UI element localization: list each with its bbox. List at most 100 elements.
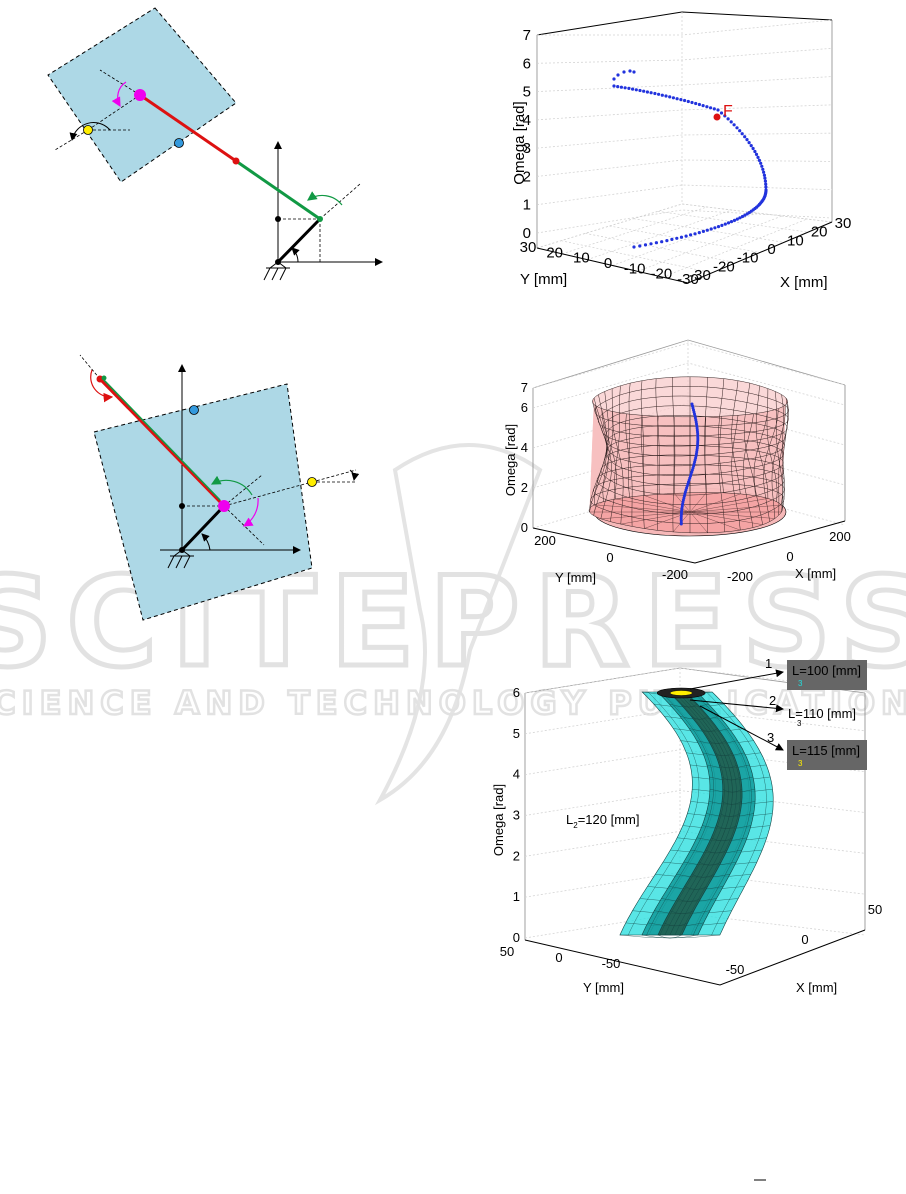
y-tick-label: 0 bbox=[606, 550, 613, 565]
trajectory-point bbox=[665, 239, 669, 243]
y-tick-label: 0 bbox=[555, 950, 562, 965]
trajectory-point bbox=[738, 216, 742, 220]
trajectory-point bbox=[628, 69, 632, 73]
trajectory-point bbox=[675, 97, 679, 101]
z-tick-label: 4 bbox=[523, 112, 531, 129]
z-tick-label: 1 bbox=[523, 197, 531, 214]
trajectory-point bbox=[757, 158, 762, 162]
svg-text:3: 3 bbox=[767, 730, 774, 745]
x-tick-label: 0 bbox=[767, 241, 775, 258]
trajectory-point bbox=[657, 92, 661, 96]
z-tick-label: 6 bbox=[523, 55, 531, 72]
trajectory-point bbox=[756, 155, 760, 159]
trajectory-point bbox=[764, 182, 768, 186]
y-axis-label: Y [mm] bbox=[555, 570, 596, 585]
trajectory-point bbox=[686, 99, 690, 104]
trajectory-point bbox=[622, 70, 626, 74]
ground-symbol bbox=[167, 549, 194, 569]
trajectory-point bbox=[689, 233, 693, 237]
trajectory-point bbox=[654, 241, 659, 245]
x-tick-label: -30 bbox=[689, 267, 711, 284]
trajectory-point bbox=[716, 108, 720, 112]
link-green bbox=[100, 376, 221, 501]
trajectory-point bbox=[762, 173, 767, 177]
trajectory-curve bbox=[679, 402, 700, 526]
trajectory-point bbox=[760, 164, 764, 168]
moving-platform bbox=[93, 383, 313, 621]
x-axis-label: X [mm] bbox=[796, 980, 837, 995]
point-f-marker bbox=[713, 113, 721, 121]
svg-text:L=110 [mm]: L=110 [mm] bbox=[788, 706, 856, 721]
z-tick-label: 5 bbox=[513, 726, 520, 741]
trajectory-point bbox=[649, 242, 653, 246]
z-axis-label: Omega [rad] bbox=[491, 784, 506, 856]
point-f-label: F bbox=[723, 103, 733, 120]
joint-pink bbox=[218, 500, 230, 512]
trajectory-point bbox=[671, 96, 676, 100]
y-tick-label: 200 bbox=[534, 533, 556, 548]
x-tick-label: 200 bbox=[829, 529, 851, 544]
construction-line bbox=[99, 69, 141, 96]
trajectory-point bbox=[697, 102, 702, 107]
z-tick-label: 5 bbox=[523, 84, 531, 101]
trajectory-point bbox=[649, 91, 653, 95]
svg-text:3: 3 bbox=[798, 759, 803, 768]
z-axis-label: Omega [rad] bbox=[511, 101, 528, 184]
trajectory-point bbox=[638, 244, 642, 248]
svg-text:3: 3 bbox=[797, 719, 802, 728]
svg-text:2: 2 bbox=[769, 693, 776, 708]
trajectory-point bbox=[719, 111, 724, 115]
joint-black-dot bbox=[179, 503, 185, 509]
trajectory-point bbox=[753, 149, 757, 154]
trajectory-point bbox=[723, 222, 727, 226]
watermark-swoosh bbox=[374, 443, 543, 806]
y-tick-label: 10 bbox=[573, 250, 590, 267]
z-tick-label: 7 bbox=[521, 380, 528, 395]
trajectory-point bbox=[763, 176, 767, 180]
trajectory-point bbox=[632, 70, 636, 74]
trajectory-point bbox=[634, 88, 638, 92]
trajectory-point bbox=[726, 117, 730, 121]
trajectory-point bbox=[723, 114, 727, 118]
trajectory-point bbox=[627, 86, 631, 90]
trajectory-point bbox=[764, 185, 768, 189]
link-red bbox=[139, 93, 237, 163]
svg-text:1: 1 bbox=[765, 656, 772, 671]
y-tick-label: 20 bbox=[546, 244, 563, 261]
joint-green bbox=[317, 216, 323, 222]
x-tick-label: 0 bbox=[786, 549, 793, 564]
trajectory-point bbox=[679, 522, 683, 526]
trajectory-point bbox=[720, 223, 724, 227]
trajectory-point bbox=[679, 98, 683, 102]
trajectory-point bbox=[740, 132, 744, 136]
link-black bbox=[276, 217, 322, 264]
trajectory-point bbox=[709, 227, 713, 231]
trajectory-point bbox=[683, 98, 687, 103]
construction-line bbox=[311, 469, 357, 483]
angle-arc-red bbox=[90, 369, 114, 403]
y-axis-label: Y [mm] bbox=[583, 980, 624, 995]
trajectory-point bbox=[638, 88, 642, 93]
z-tick-label: 0 bbox=[513, 930, 520, 945]
construction-line bbox=[87, 94, 141, 131]
trajectory-point bbox=[738, 129, 742, 133]
chart-1-grid bbox=[536, 11, 833, 284]
svg-text:3: 3 bbox=[798, 679, 803, 688]
svg-text:L=100 [mm]: L=100 [mm] bbox=[792, 663, 861, 678]
workspace-cylinder bbox=[588, 376, 789, 537]
mechanism-diagram-a bbox=[47, 7, 383, 281]
trajectory-point bbox=[751, 146, 755, 151]
trajectory-point bbox=[694, 101, 698, 106]
trajectory-point bbox=[668, 95, 672, 99]
trajectory-point bbox=[729, 220, 734, 224]
y-tick-label: 0 bbox=[604, 255, 612, 272]
trajectory-point bbox=[701, 104, 705, 108]
z-tick-label: 3 bbox=[523, 140, 531, 157]
trajectory-point bbox=[735, 217, 739, 221]
trajectory-point bbox=[713, 226, 717, 230]
mechanism-diagram-b bbox=[79, 354, 360, 621]
construction-line bbox=[79, 354, 101, 380]
x-tick-label: 20 bbox=[811, 224, 828, 241]
trajectory-point bbox=[743, 135, 747, 139]
z-tick-label: 2 bbox=[521, 480, 528, 495]
